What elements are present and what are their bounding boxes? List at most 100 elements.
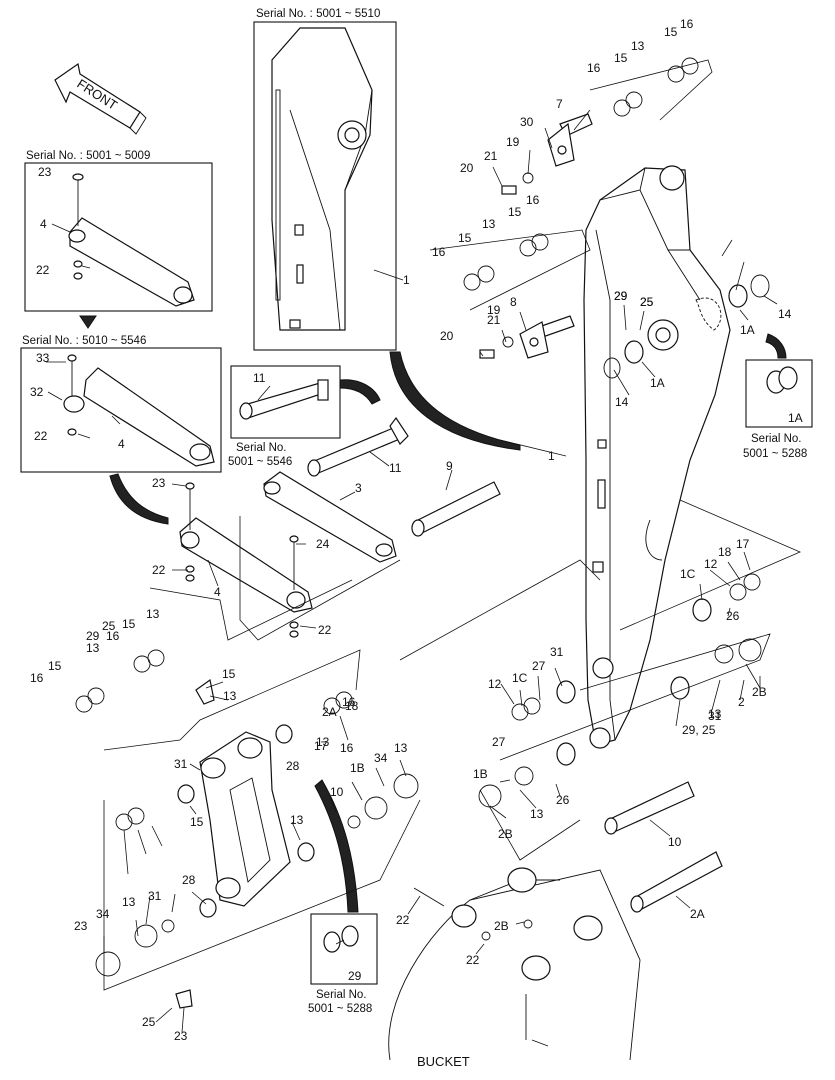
- pointer-bush2b-box: [314, 779, 359, 913]
- callout-18: 25: [640, 295, 654, 309]
- callout-56: 15: [122, 617, 136, 631]
- callout-31: 4: [40, 217, 47, 231]
- callout-54: 13: [86, 641, 100, 655]
- bucket-label: BUCKET: [417, 1054, 470, 1069]
- callout-97: 22: [466, 953, 480, 967]
- callout-92: 13: [122, 895, 136, 909]
- callout-52: 16: [30, 671, 44, 685]
- callout-98: 2B: [494, 919, 509, 933]
- callout-88: 10: [330, 785, 344, 799]
- callout-44: 4: [214, 585, 221, 599]
- pin-8: [519, 315, 575, 359]
- callout-55: 16: [106, 629, 120, 643]
- callout-80: 13: [530, 807, 544, 821]
- callout-50: 26: [726, 609, 740, 623]
- callout-10: 21: [484, 149, 498, 163]
- callout-28: 1A: [650, 376, 665, 390]
- callout-21: 8: [510, 295, 517, 309]
- callout-33: 33: [36, 351, 50, 365]
- callout-61: 13: [223, 689, 237, 703]
- callout-65: 12: [488, 677, 502, 691]
- callout-9: 19: [506, 135, 520, 149]
- callout-57: 13: [146, 607, 160, 621]
- pin-7: [547, 113, 593, 167]
- serial-label-bush1a-line2: 5001 ~ 5288: [743, 448, 807, 460]
- callout-79: 1B: [473, 767, 488, 781]
- callout-68: 31: [550, 645, 564, 659]
- boom-inset-drawing: [271, 27, 373, 331]
- callout-29: 1A: [788, 411, 803, 425]
- callout-99: 29: [348, 969, 362, 983]
- callout-90: 2A: [690, 907, 705, 921]
- arm-link-2: [199, 731, 291, 907]
- callout-42: 24: [316, 537, 330, 551]
- pin-10-upper: [604, 781, 695, 835]
- serial-label-pin11-line1: Serial No.: [236, 442, 287, 454]
- serial-label-bush2b-line2: 5001 ~ 5288: [308, 1003, 372, 1015]
- callout-4: 13: [631, 39, 645, 53]
- callout-32: 22: [36, 263, 50, 277]
- callout-30: 23: [38, 165, 52, 179]
- bucket: BUCKET: [388, 867, 641, 1069]
- callout-69: 2: [738, 695, 745, 709]
- callout-84: 13: [316, 735, 330, 749]
- serial-label-bush2b-line1: Serial No.: [316, 989, 367, 1001]
- pin-9: [411, 481, 501, 537]
- callout-14: 13: [482, 217, 496, 231]
- callout-89: 10: [668, 835, 682, 849]
- callout-53: 15: [48, 659, 62, 673]
- callout-63: 17: [314, 739, 328, 753]
- callout-39: 9: [446, 459, 453, 473]
- callout-74: 1B: [350, 761, 365, 775]
- serial-label-link-b: Serial No. : 5010 ~ 5546: [22, 335, 146, 347]
- callout-25: 19: [487, 303, 501, 317]
- callout-86: 2A: [322, 705, 337, 719]
- pointer-link-a-to-b: [79, 315, 97, 329]
- pointer-boom-box: [389, 351, 521, 451]
- callout-101: 23: [174, 1029, 188, 1043]
- callout-78: 27: [492, 735, 506, 749]
- callout-94: 34: [96, 907, 110, 921]
- callout-26: 20: [440, 329, 454, 343]
- link-4-main: [179, 482, 313, 638]
- callout-96: 22: [396, 913, 410, 927]
- callout-85: 16: [342, 695, 356, 709]
- callout-87: 13: [290, 813, 304, 827]
- callout-43: 22: [152, 563, 166, 577]
- callout-6: 16: [587, 61, 601, 75]
- callout-23: 25: [640, 295, 654, 309]
- callout-71: 31: [174, 757, 188, 771]
- callout-58: 29: [86, 629, 100, 643]
- callout-41: 23: [152, 476, 166, 490]
- callout-48: 18: [718, 545, 732, 559]
- callout-49: 17: [736, 537, 750, 551]
- serial-box-pin11: [230, 365, 341, 439]
- callout-73: 34: [374, 751, 388, 765]
- callout-93: 31: [148, 889, 162, 903]
- serial-label-pin11-line2: 5001 ~ 5546: [228, 456, 292, 468]
- callout-83: 15: [190, 815, 204, 829]
- callout-77: 31: [708, 709, 722, 723]
- callout-60: 15: [222, 667, 236, 681]
- pin-11-box: [239, 379, 329, 420]
- callout-91: 28: [182, 873, 196, 887]
- callout-66: 1C: [512, 671, 528, 685]
- callout-81: 26: [556, 793, 570, 807]
- callout-11: 20: [460, 161, 474, 175]
- link-3: [263, 471, 397, 563]
- callout-75: 13: [394, 741, 408, 755]
- small-parts: [75, 57, 798, 1040]
- main-boom: [583, 165, 731, 749]
- callout-20: 1A: [740, 323, 755, 337]
- callout-19: 14: [778, 307, 792, 321]
- callout-51: 13: [708, 707, 722, 721]
- callout-67: 27: [532, 659, 546, 673]
- callout-34: 32: [30, 385, 44, 399]
- link-4-a: [68, 173, 195, 307]
- pin-10-lower: [630, 851, 723, 913]
- callout-38: 11: [389, 461, 402, 475]
- serial-box-bush1a: [745, 359, 813, 428]
- link-4-b: [63, 354, 215, 467]
- callout-5: 15: [614, 51, 628, 65]
